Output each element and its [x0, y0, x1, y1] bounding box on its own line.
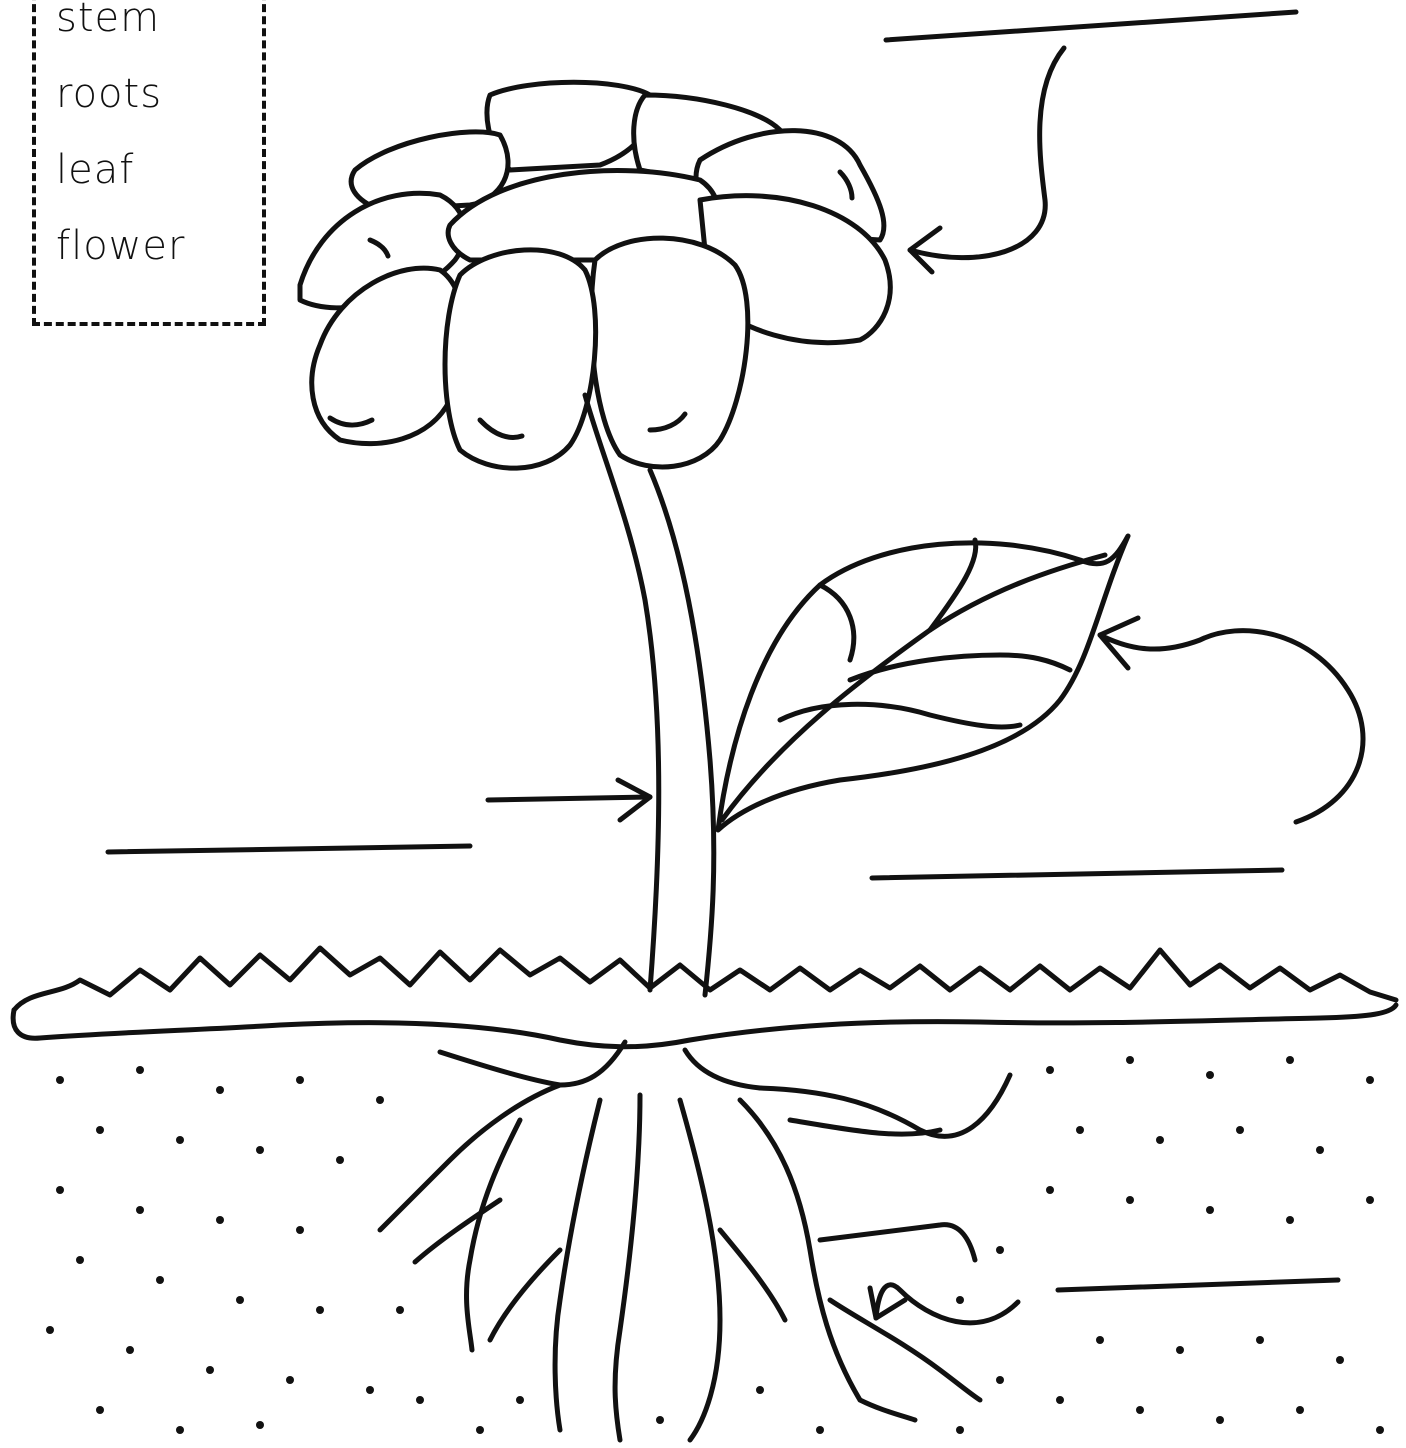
- stem-arrow: [488, 780, 650, 820]
- leaf: [718, 536, 1128, 830]
- roots: [380, 1042, 1010, 1440]
- flower-head: [300, 82, 890, 468]
- leaf-label-blank[interactable]: [872, 870, 1282, 878]
- flower-arrow: [910, 48, 1064, 272]
- leaf-arrow: [1100, 618, 1363, 822]
- roots-label-blank[interactable]: [1058, 1280, 1338, 1290]
- flower-label-blank[interactable]: [886, 12, 1296, 40]
- stem: [585, 395, 714, 995]
- roots-arrow: [870, 1285, 1018, 1323]
- stem-label-blank[interactable]: [108, 846, 470, 852]
